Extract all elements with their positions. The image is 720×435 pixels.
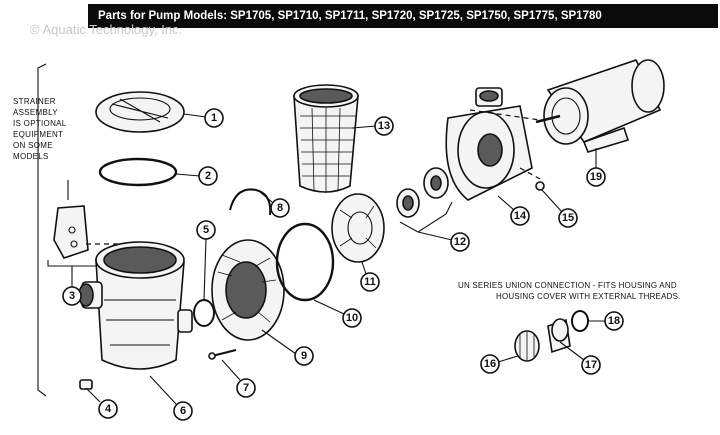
callout-13: 13 — [374, 116, 394, 136]
callout-label: 7 — [243, 382, 249, 394]
parts-title: Parts for Pump Models: SP1705, SP1710, S… — [98, 10, 602, 22]
callout-label: 10 — [346, 312, 358, 324]
union-tail-part — [547, 318, 571, 354]
union-connection-note: UN SERIES UNION CONNECTION - FITS HOUSIN… — [458, 280, 718, 302]
callout-5: 5 — [196, 220, 216, 240]
callout-8: 8 — [270, 198, 290, 218]
callout-15: 15 — [558, 208, 578, 228]
housing-o-ring-part — [275, 222, 335, 302]
motor-part — [535, 59, 665, 153]
callout-12: 12 — [450, 232, 470, 252]
callout-4: 4 — [98, 399, 118, 419]
callout-label: 17 — [585, 359, 597, 371]
callout-6: 6 — [173, 401, 193, 421]
callout-label: 6 — [180, 405, 186, 417]
strainer-note-line: MODELS — [13, 152, 49, 161]
callout-label: 18 — [608, 315, 620, 327]
parts-title-bar: Parts for Pump Models: SP1705, SP1710, S… — [88, 4, 718, 28]
callout-label: 16 — [484, 358, 496, 370]
callout-7: 7 — [236, 378, 256, 398]
strainer-note-line: ASSEMBLY — [13, 108, 58, 117]
callout-label: 15 — [562, 212, 574, 224]
pump-housing-part — [78, 241, 193, 370]
drain-plug-part — [79, 379, 93, 390]
callout-label: 13 — [378, 120, 390, 132]
strainer-bracket — [37, 63, 47, 397]
callout-label: 8 — [277, 202, 283, 214]
callout-label: 3 — [69, 290, 75, 302]
callout-1: 1 — [204, 108, 224, 128]
union-nut-part — [514, 330, 540, 362]
callout-11: 11 — [360, 272, 380, 292]
copyright-watermark: © Aquatic Technology, Inc. — [30, 22, 183, 37]
wire-clip-part — [229, 188, 272, 216]
callout-label: 11 — [364, 276, 376, 288]
housing-cover-part — [211, 239, 285, 341]
callout-17: 17 — [581, 355, 601, 375]
mounting-nut-part — [535, 181, 545, 191]
callout-label: 19 — [590, 171, 602, 183]
seal-bracket — [399, 201, 453, 233]
shaft-seal-part — [396, 167, 449, 218]
callout-18: 18 — [604, 311, 624, 331]
impeller-part — [331, 193, 385, 263]
hinge-bracket-part — [53, 180, 89, 259]
callout-16: 16 — [480, 354, 500, 374]
strainer-cover-part — [95, 91, 185, 133]
callout-9: 9 — [294, 346, 314, 366]
callout-label: 1 — [211, 112, 217, 124]
callout-label: 4 — [105, 403, 112, 415]
diffuser-o-ring-part — [193, 299, 215, 327]
leader-lines — [47, 113, 606, 405]
callout-19: 19 — [586, 167, 606, 187]
union-note-line-1: UN SERIES UNION CONNECTION - FITS HOUSIN… — [458, 281, 677, 290]
callout-2: 2 — [198, 166, 218, 186]
callout-3: 3 — [62, 286, 82, 306]
seal-plate-part — [445, 87, 533, 201]
union-note-line-2: HOUSING COVER WITH EXTERNAL THREADS. — [496, 292, 681, 301]
callout-label: 14 — [514, 210, 527, 222]
callout-10: 10 — [342, 308, 362, 328]
cover-o-ring-part — [98, 157, 178, 187]
cover-screw-part — [208, 349, 237, 360]
callout-label: 9 — [301, 350, 307, 362]
strainer-note-line: IS OPTIONAL — [13, 119, 67, 128]
union-o-ring-part — [571, 310, 589, 332]
strainer-basket-part — [293, 84, 359, 193]
callout-label: 5 — [203, 224, 209, 236]
strainer-note-line: STRAINER — [13, 97, 56, 106]
callout-label: 2 — [205, 170, 211, 182]
callout-label: 12 — [454, 236, 466, 248]
strainer-note-line: ON SOME — [13, 141, 53, 150]
callout-14: 14 — [510, 206, 530, 226]
